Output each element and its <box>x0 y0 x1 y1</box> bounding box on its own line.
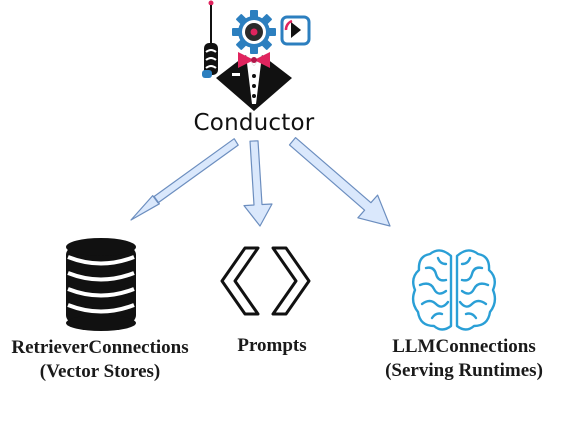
conductor-logo <box>202 0 311 111</box>
retriever-label-line2: (Vector Stores) <box>39 361 161 382</box>
arrow-to-prompts <box>243 140 273 227</box>
prompts-label-line1: Prompts <box>237 335 307 356</box>
llm-label-line2: (Serving Runtimes) <box>385 360 543 381</box>
tuxedo-icon <box>216 52 292 111</box>
database-icon <box>66 238 136 331</box>
retriever-label: RetrieverConnections (Vector Stores) <box>0 336 200 384</box>
llm-label-line1: LLMConnections <box>392 336 536 357</box>
arrow-to-llm <box>288 137 391 227</box>
retriever-label-line1: RetrieverConnections <box>11 337 189 358</box>
llm-label: LLMConnections (Serving Runtimes) <box>369 335 559 383</box>
prompts-label: Prompts <box>212 334 332 358</box>
code-brackets-icon <box>220 246 311 316</box>
conductor-brand-label: Conductor <box>193 110 315 136</box>
brain-icon <box>411 249 497 331</box>
baton-icon <box>202 0 218 78</box>
play-icon <box>280 15 311 46</box>
gear-icon <box>232 10 276 54</box>
arrow-to-retriever <box>130 138 239 221</box>
